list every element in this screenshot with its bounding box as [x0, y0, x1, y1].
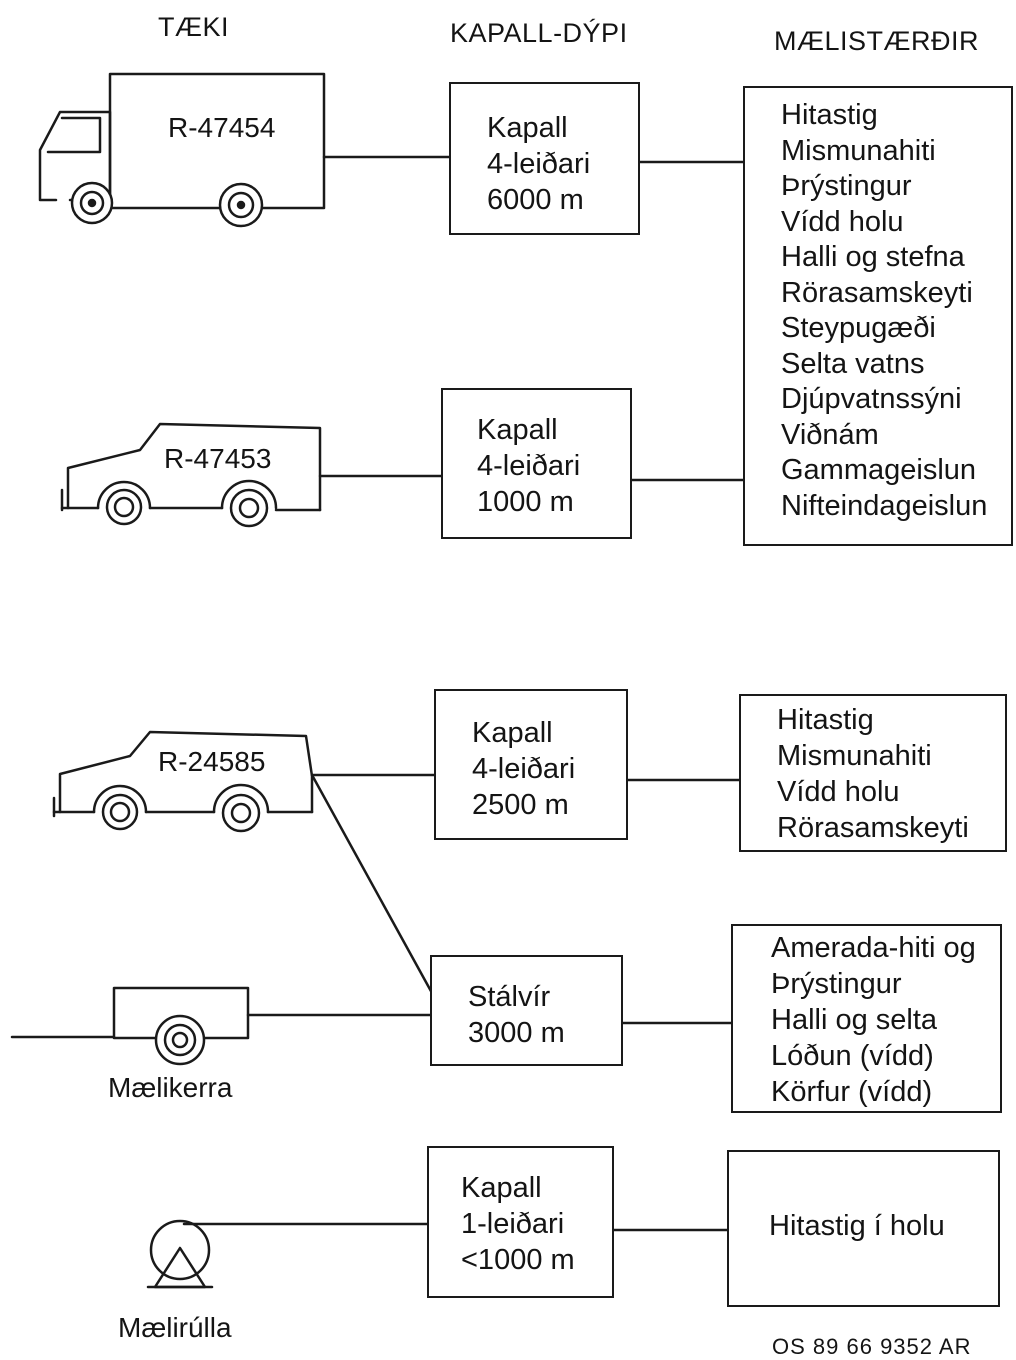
measurement-2-item-3: Vídd holu	[777, 776, 900, 808]
cable-box-3-line-1: Kapall	[472, 717, 553, 749]
measurement-1-item-6: Rörasamskeyti	[781, 276, 973, 309]
measurement-1-item-9: Djúpvatnssýni	[781, 383, 962, 415]
measurement-2-item-2: Mismunahiti	[777, 740, 932, 772]
measurement-1-item-3: Þrýstingur	[781, 170, 912, 202]
header-measurements: MÆLISTÆRÐIR	[774, 26, 980, 56]
measurement-1-item-1: Hitastig	[781, 99, 878, 131]
cable-box-5: Kapall 1-leiðari <1000 m	[427, 1146, 614, 1298]
measurement-3-item-3: Halli og selta	[771, 1004, 938, 1036]
measurement-3-item-5: Körfur (vídd)	[771, 1076, 933, 1108]
cable-box-1-line-3: 6000 m	[487, 184, 584, 216]
measurement-3-item-1: Amerada-hiti og	[771, 932, 976, 964]
measurement-1-item-2: Mismunahiti	[781, 134, 936, 167]
truck-plate: R-47454	[168, 112, 276, 143]
cable-box-1-line-1: Kapall	[487, 112, 568, 144]
measurement-1-item-12: Nifteindageislun	[781, 489, 988, 522]
cable-box-3-line-2: 4-leiðari	[472, 753, 576, 785]
cable-box-1: Kapall 4-leiðari 6000 m	[449, 82, 640, 235]
jeep2-plate: R-24585	[158, 746, 266, 777]
measurement-box-3: Amerada-hiti og Þrýstingur Halli og selt…	[731, 924, 1002, 1113]
measurement-1-item-11: Gammageislun	[781, 454, 977, 486]
cable-box-2-line-3: 1000 m	[477, 486, 574, 518]
cable-box-5-line-2: 1-leiðari	[461, 1208, 565, 1240]
truck-icon	[38, 72, 326, 228]
measurement-box-2: Hitastig Mismunahiti Vídd holu Rörasamsk…	[739, 694, 1007, 852]
cable-box-5-line-3: <1000 m	[461, 1244, 575, 1276]
measurement-2-item-1: Hitastig	[777, 704, 874, 736]
measurement-2-item-4: Rörasamskeyti	[777, 812, 969, 844]
measurement-box-4: Hitastig í holu	[727, 1150, 1000, 1307]
measurement-1-item-8: Selta vatns	[781, 347, 925, 380]
measurement-1-item-7: Steypugæði	[781, 312, 936, 344]
reel-label: Mælirúlla	[118, 1312, 232, 1343]
header-equipment: TÆKI	[158, 12, 230, 42]
jeep2-icon	[52, 730, 314, 833]
trailer-icon	[112, 986, 250, 1066]
measurement-1-item-10: Viðnám	[781, 418, 879, 451]
cable-box-2: Kapall 4-leiðari 1000 m	[441, 388, 632, 539]
cable-box-2-line-2: 4-leiðari	[477, 450, 581, 482]
cable-box-3-line-3: 2500 m	[472, 789, 569, 821]
measurement-box-1: Hitastig Mismunahiti Þrýstingur Vídd hol…	[743, 86, 1013, 546]
cable-box-5-line-1: Kapall	[461, 1172, 542, 1204]
measurement-3-item-2: Þrýstingur	[771, 968, 902, 1000]
measurement-4-item-1: Hitastig í holu	[769, 1210, 945, 1242]
cable-box-1-line-2: 4-leiðari	[487, 148, 591, 180]
trailer-label: Mælikerra	[108, 1072, 233, 1103]
cable-box-3: Kapall 4-leiðari 2500 m	[434, 689, 628, 840]
measurement-1-item-4: Vídd holu	[781, 205, 904, 238]
cable-box-4: Stálvír 3000 m	[430, 955, 623, 1066]
cable-box-2-line-1: Kapall	[477, 414, 558, 446]
header-cable-depth: KAPALL-DÝPI	[450, 18, 628, 48]
jeep1-icon	[60, 422, 322, 528]
measurement-3-item-4: Lóðun (vídd)	[771, 1040, 934, 1072]
cable-box-4-line-1: Stálvír	[468, 981, 551, 1013]
cable-box-4-line-2: 3000 m	[468, 1017, 565, 1049]
jeep1-plate: R-47453	[164, 443, 272, 474]
measurement-1-item-5: Halli og stefna	[781, 241, 965, 273]
connector-jeep2-steelwire	[310, 773, 434, 995]
reference-number: OS 89 66 9352 AR	[772, 1334, 972, 1359]
reel-icon	[146, 1219, 214, 1289]
